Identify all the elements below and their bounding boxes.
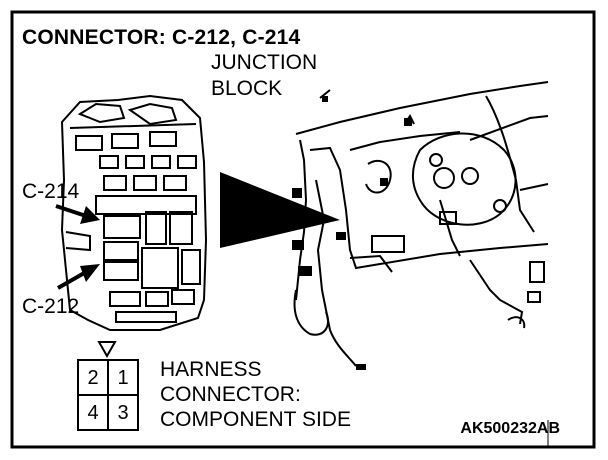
harness-label-line-1: HARNESS (160, 358, 262, 381)
location-pointer (220, 172, 340, 248)
pin-2: 2 (87, 367, 99, 389)
diagram-title: CONNECTOR: C-212, C-214 (22, 26, 301, 49)
callout-arrow-c214 (55, 204, 100, 224)
dashboard-illustration (293, 81, 549, 367)
junction-block-label-line-2: BLOCK (211, 77, 283, 100)
callout-arrow-c212 (57, 264, 100, 290)
pin-4: 4 (87, 402, 99, 424)
connector-key-marker (97, 341, 117, 359)
harness-label-line-2: CONNECTOR: (160, 383, 301, 406)
harness-label-line-3: COMPONENT SIDE (160, 408, 351, 431)
pin-1: 1 (117, 367, 129, 389)
harness-connector-diagram (77, 341, 139, 431)
pin-3: 3 (117, 402, 129, 424)
callout-label-c212: C-212 (22, 295, 80, 318)
diagram-border (10, 10, 596, 449)
junction-block-illustration (60, 94, 208, 331)
figure-code: AK500232AB (460, 420, 560, 437)
wiring-clips (292, 96, 412, 370)
junction-block-label-line-1: JUNCTION (211, 51, 318, 74)
callout-label-c214: C-214 (22, 180, 80, 203)
